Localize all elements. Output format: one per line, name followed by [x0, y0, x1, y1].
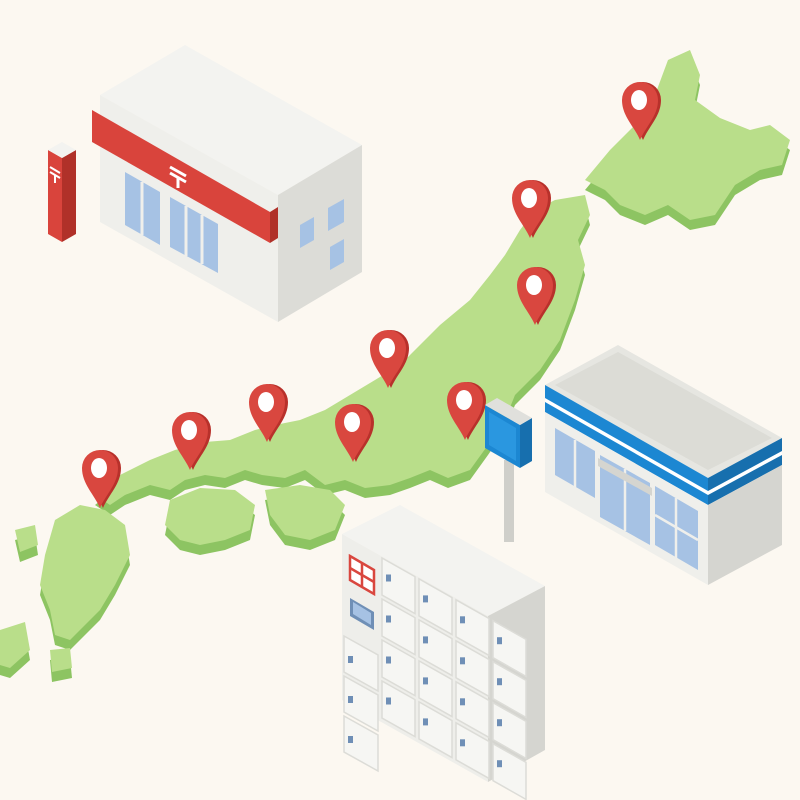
pin-kansai [249, 384, 288, 442]
locker-handle [460, 616, 465, 624]
japan-post-mark-icon [49, 166, 61, 183]
post-sign-pole-front [48, 150, 62, 242]
hokkaido-island [585, 50, 790, 220]
locker-handle [460, 657, 465, 665]
locker-handle [386, 615, 391, 623]
pin-tohoku-south [517, 267, 556, 325]
post-sign-pole-top [48, 142, 76, 158]
locker-handle [348, 736, 353, 743]
locker-handle [348, 696, 353, 703]
locker-handle [497, 760, 502, 768]
locker-door [381, 597, 416, 656]
post-office-red-sign [92, 110, 270, 243]
locker-door [492, 660, 527, 719]
convenience-store-building [485, 345, 782, 585]
pin-chugoku [172, 412, 211, 470]
store-roof-inner [555, 352, 772, 470]
shikoku-island [165, 488, 255, 545]
store-signboard-face [489, 412, 516, 461]
locker-door [418, 577, 453, 636]
locker-door [455, 639, 490, 698]
locker-door [455, 680, 490, 739]
locker-door [455, 598, 490, 657]
locker-door [381, 638, 416, 697]
locker-door [343, 634, 379, 693]
store-side-wall [708, 465, 782, 585]
parcel-icon [348, 553, 376, 597]
store-sign-pole [504, 460, 514, 542]
post-office-roof [100, 45, 362, 195]
locker-handle [423, 636, 428, 644]
post-office-building [48, 45, 362, 322]
locker-door [492, 701, 527, 760]
small-island [15, 525, 38, 552]
store-signboard-side [520, 418, 532, 468]
post-office-side-window [328, 199, 344, 231]
post-office-window [170, 197, 218, 273]
location-pins [82, 82, 661, 508]
locker-door [418, 700, 453, 759]
locker-door [381, 679, 416, 738]
locker-handle [423, 677, 428, 685]
locker-door [381, 556, 416, 615]
locker-door [418, 659, 453, 718]
locker-door [343, 714, 379, 773]
pin-chubu [335, 404, 374, 462]
store-signboard-top [485, 398, 532, 425]
store-band-stripe [545, 398, 708, 495]
post-office-side-wall [278, 145, 362, 322]
locker-door [343, 674, 379, 733]
locker-door-grid [343, 556, 527, 800]
post-office-red-sign-side [270, 207, 278, 243]
locker-handle [386, 697, 391, 705]
locker-handle [497, 637, 502, 645]
kii-peninsula [265, 485, 345, 540]
locker-handle [348, 656, 353, 663]
small-island [50, 648, 72, 672]
locker-top [342, 505, 545, 616]
pin-hokuriku [370, 330, 409, 388]
pin-hokkaido [622, 82, 661, 140]
locker-door [418, 618, 453, 677]
locker-handle [386, 656, 391, 664]
locker-handle [497, 678, 502, 686]
locker-handle [423, 595, 428, 603]
parcel-locker [342, 505, 545, 800]
locker-door [455, 721, 490, 780]
pin-tohoku-north [512, 180, 551, 238]
kyushu-island [40, 505, 130, 640]
japan-post-mark-icon [169, 165, 187, 188]
small-island [428, 342, 445, 366]
small-island [0, 622, 30, 668]
post-sign-pole-side [62, 150, 76, 242]
locker-door [492, 742, 527, 800]
locker-door [492, 619, 527, 678]
locker-handle [460, 739, 465, 747]
store-band-stripe-side [708, 451, 782, 495]
store-door-awning [598, 458, 652, 496]
locker-handle [423, 718, 428, 726]
post-office-side-window [300, 217, 314, 248]
locker-handle [460, 698, 465, 706]
screen-icon [350, 598, 374, 630]
pin-kanto [447, 382, 486, 440]
locker-handle [386, 574, 391, 582]
locker-handle [497, 719, 502, 727]
post-office-side-window [330, 239, 344, 270]
pin-shikoku-west [82, 450, 121, 508]
